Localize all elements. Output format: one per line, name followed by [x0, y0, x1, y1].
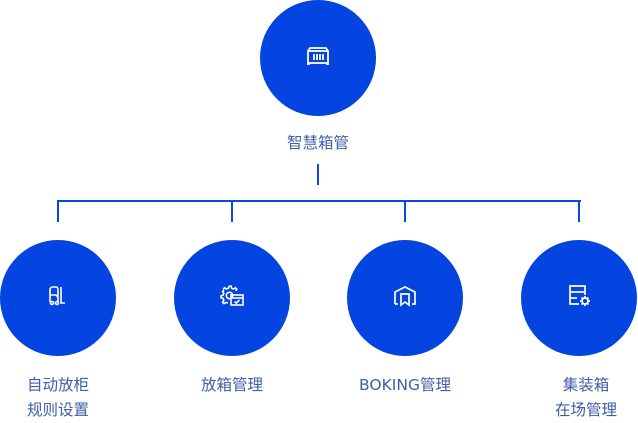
connector-drop-4 — [578, 200, 580, 222]
root-node[interactable] — [260, 0, 376, 116]
child-node-container-yard-management[interactable] — [521, 240, 637, 356]
connector-horizontal — [57, 200, 581, 202]
child-node-release-management[interactable] — [174, 240, 290, 356]
connector-root-stem — [317, 164, 319, 185]
connector-drop-3 — [404, 200, 406, 222]
root-label: 智慧箱管 — [286, 134, 350, 152]
gear-calendar-icon — [218, 282, 246, 314]
list-gear-icon — [565, 282, 593, 314]
connector-drop-1 — [57, 200, 59, 222]
child-node-booking-management[interactable] — [347, 240, 463, 356]
child-label-4: 集装箱 在场管理 — [554, 376, 618, 419]
connector-drop-2 — [231, 200, 233, 222]
child-label-1: 自动放柜 规则设置 — [26, 376, 90, 419]
child-label-3: BOKING管理 — [359, 376, 451, 394]
warehouse-icon — [391, 282, 419, 314]
child-label-2: 放箱管理 — [200, 376, 264, 394]
child-node-auto-cabinet-rules[interactable] — [0, 240, 116, 356]
forklift-icon — [44, 282, 72, 314]
container-icon — [304, 42, 332, 74]
